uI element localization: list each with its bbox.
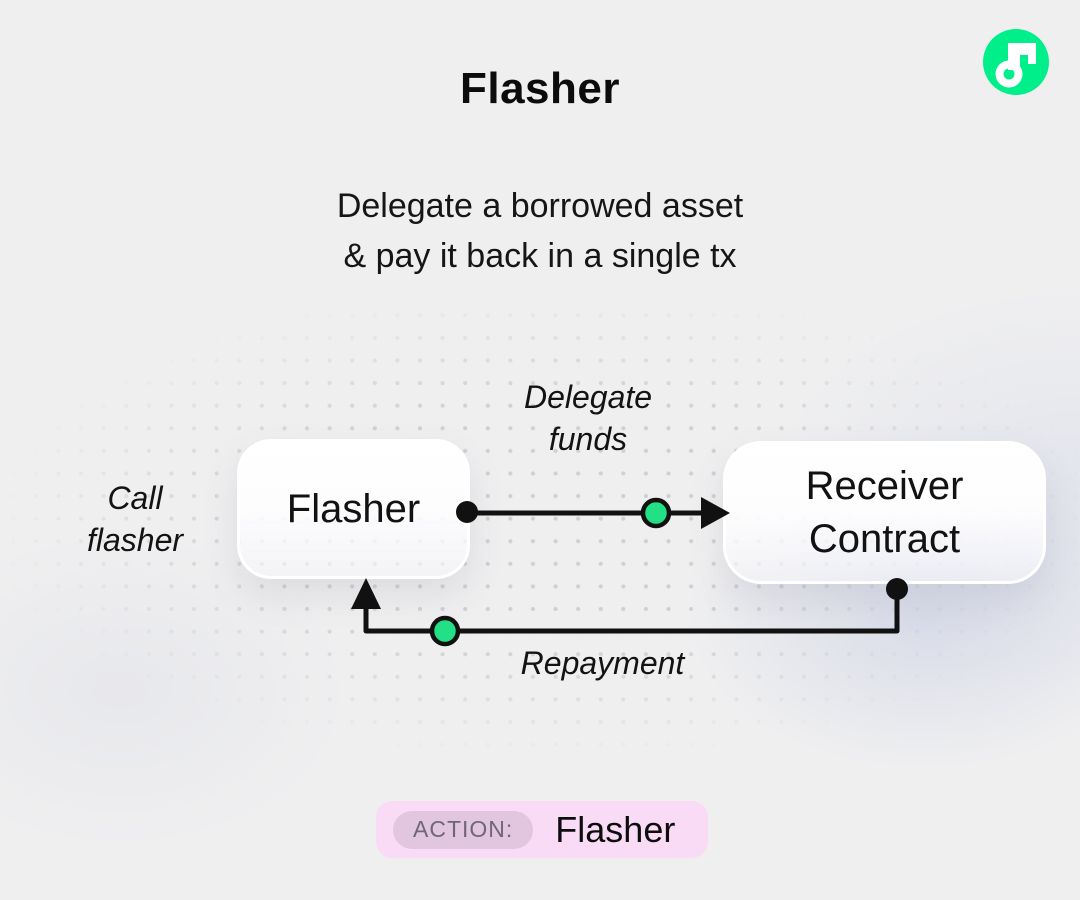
action-value: Flasher [555, 808, 676, 850]
node-flasher: Flasher [237, 439, 470, 579]
side-label-call-flasher: Call flasher [86, 480, 184, 559]
node-receiver-label: Receiver Contract [805, 463, 964, 561]
edge-label-repayment: Repayment [520, 645, 685, 681]
node-flasher-label: Flasher [286, 486, 421, 531]
flow-logo-icon [983, 29, 1049, 95]
action-pill: ACTION: Flasher [376, 801, 708, 858]
page-title: Flasher [459, 64, 620, 113]
node-receiver-contract: Receiver Contract [723, 441, 1046, 584]
edge-label-delegate-funds: Delegate funds [523, 379, 653, 458]
action-badge: ACTION: [393, 810, 534, 849]
subtitle: Delegate a borrowed asset & pay it back … [336, 187, 744, 275]
